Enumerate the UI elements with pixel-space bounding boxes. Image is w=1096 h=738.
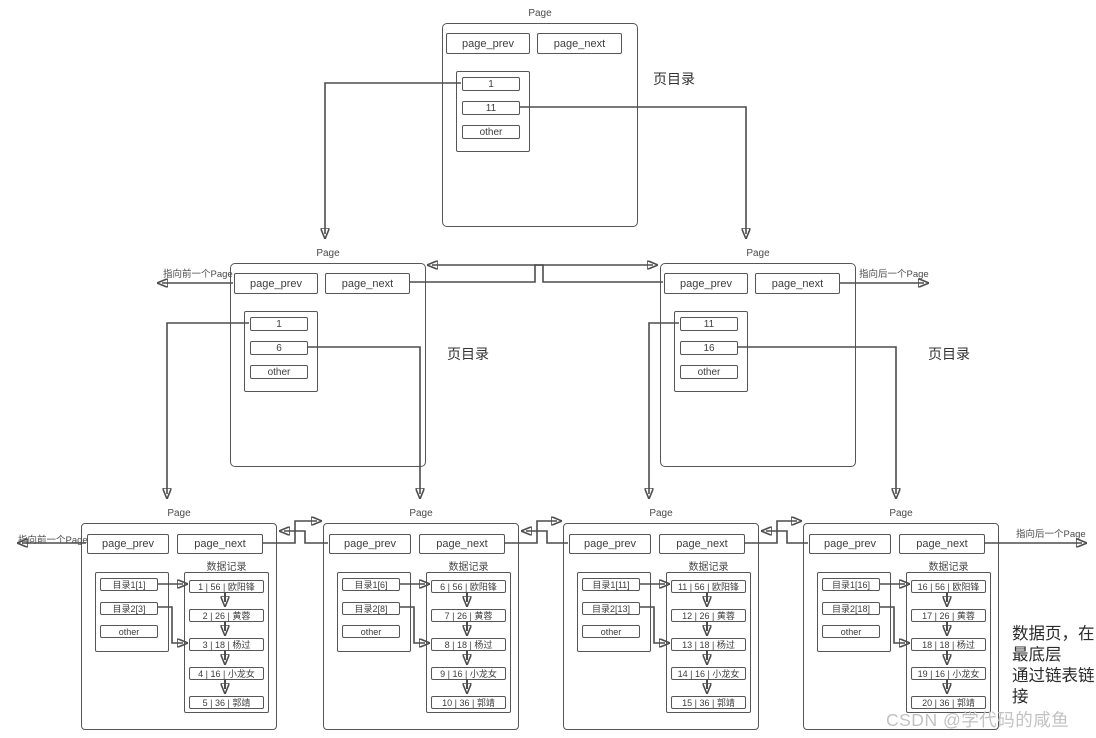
directory-entry: other (822, 625, 880, 638)
directory-entry: 11 (680, 317, 738, 331)
directory-entry: 目录2[13] (582, 602, 640, 615)
page-box: page_prev page_next 1 11 other (442, 23, 638, 227)
record-row: 9 | 16 | 小龙女 (431, 667, 506, 680)
record-row: 12 | 26 | 黄蓉 (671, 609, 746, 622)
page-box: page_prev page_next 1 6 other (230, 263, 426, 467)
record-row: 15 | 36 | 郭靖 (671, 696, 746, 709)
record-row: 8 | 18 | 杨过 (431, 638, 506, 651)
watermark: CSDN @学代码的咸鱼 (886, 710, 1070, 730)
page-box: page_prev page_next 数据记录 目录1[1] 目录2[3] o… (81, 523, 277, 730)
record-row: 3 | 18 | 杨过 (189, 638, 264, 651)
page-next-field: page_next (537, 33, 622, 54)
record-row: 6 | 56 | 欧阳锋 (431, 580, 506, 593)
record-row: 10 | 36 | 郭靖 (431, 696, 506, 709)
directory-entry: 6 (250, 341, 308, 355)
record-row: 2 | 26 | 黄蓉 (189, 609, 264, 622)
record-row: 13 | 18 | 杨过 (671, 638, 746, 651)
leaf-page-2: Page page_prev page_next 数据记录 目录1[6] 目录2… (323, 507, 519, 730)
record-row: 7 | 26 | 黄蓉 (431, 609, 506, 622)
page-prev-field: page_prev (329, 534, 411, 554)
record-row: 11 | 56 | 欧阳锋 (671, 580, 746, 593)
prev-page-arrow-label: 指向前一个Page (18, 535, 88, 546)
page-directory-label: 页目录 (928, 346, 970, 362)
page-prev-field: page_prev (664, 273, 748, 294)
directory-entry: 目录2[18] (822, 602, 880, 615)
record-row: 18 | 18 | 杨过 (911, 638, 986, 651)
data-records-label: 数据记录 (688, 562, 729, 573)
page-prev-field: page_prev (446, 33, 530, 54)
page-title: Page (167, 508, 191, 519)
page-next-field: page_next (659, 534, 745, 554)
directory-entry: 目录1[6] (342, 578, 400, 591)
record-row: 5 | 36 | 郭靖 (189, 696, 264, 709)
record-row: 16 | 56 | 欧阳锋 (911, 580, 986, 593)
page-title: Page (746, 248, 770, 259)
page-title: Page (528, 8, 552, 19)
directory-entry: 11 (462, 101, 520, 115)
mid-page-right: Page page_prev page_next 11 16 other (660, 247, 856, 467)
directory-entry: other (342, 625, 400, 638)
record-row: 17 | 26 | 黄蓉 (911, 609, 986, 622)
page-box: page_prev page_next 11 16 other (660, 263, 856, 467)
leaf-page-1: Page page_prev page_next 数据记录 目录1[1] 目录2… (81, 507, 277, 730)
directory-entry: 1 (250, 317, 308, 331)
data-records-label: 数据记录 (206, 562, 247, 573)
directory-entry: 16 (680, 341, 738, 355)
root-page: Page page_prev page_next 1 11 other (442, 7, 638, 227)
mid-page-left: Page page_prev page_next 1 6 other (230, 247, 426, 467)
data-records-label: 数据记录 (448, 562, 489, 573)
directory-entry: 目录1[1] (100, 578, 158, 591)
leaf-page-4: Page page_prev page_next 数据记录 目录1[16] 目录… (803, 507, 999, 730)
directory-entry: 目录2[3] (100, 602, 158, 615)
directory-entry: 目录2[8] (342, 602, 400, 615)
record-row: 1 | 56 | 欧阳锋 (189, 580, 264, 593)
page-directory-label: 页目录 (653, 71, 695, 87)
page-directory-label: 页目录 (447, 346, 489, 362)
page-next-field: page_next (419, 534, 505, 554)
directory-entry: other (462, 125, 520, 139)
page-next-field: page_next (177, 534, 263, 554)
page-next-field: page_next (899, 534, 985, 554)
page-box: page_prev page_next 数据记录 目录1[16] 目录2[18]… (803, 523, 999, 730)
directory-entry: other (100, 625, 158, 638)
directory-entry: 1 (462, 77, 520, 91)
leaf-page-3: Page page_prev page_next 数据记录 目录1[11] 目录… (563, 507, 759, 730)
record-row: 4 | 16 | 小龙女 (189, 667, 264, 680)
page-next-field: page_next (755, 273, 840, 294)
side-note: 数据页，在 最底层 通过链表链 接 (1012, 625, 1095, 706)
record-row: 20 | 36 | 郭靖 (911, 696, 986, 709)
page-title: Page (889, 508, 913, 519)
next-page-arrow-label: 指向后一个Page (859, 269, 929, 280)
directory-entry: 目录1[11] (582, 578, 640, 591)
page-title: Page (649, 508, 673, 519)
prev-page-arrow-label: 指向前一个Page (163, 269, 233, 280)
page-prev-field: page_prev (569, 534, 651, 554)
data-records-label: 数据记录 (928, 562, 969, 573)
page-prev-field: page_prev (234, 273, 318, 294)
page-title: Page (409, 508, 433, 519)
page-prev-field: page_prev (809, 534, 891, 554)
page-box: page_prev page_next 数据记录 目录1[11] 目录2[13]… (563, 523, 759, 730)
directory-entry: 目录1[16] (822, 578, 880, 591)
page-prev-field: page_prev (87, 534, 169, 554)
record-row: 19 | 16 | 小龙女 (911, 667, 986, 680)
directory-entry: other (250, 365, 308, 379)
directory-entry: other (582, 625, 640, 638)
record-row: 14 | 16 | 小龙女 (671, 667, 746, 680)
page-box: page_prev page_next 数据记录 目录1[6] 目录2[8] o… (323, 523, 519, 730)
page-title: Page (316, 248, 340, 259)
next-page-arrow-label: 指向后一个Page (1016, 529, 1086, 540)
page-next-field: page_next (325, 273, 410, 294)
directory-entry: other (680, 365, 738, 379)
